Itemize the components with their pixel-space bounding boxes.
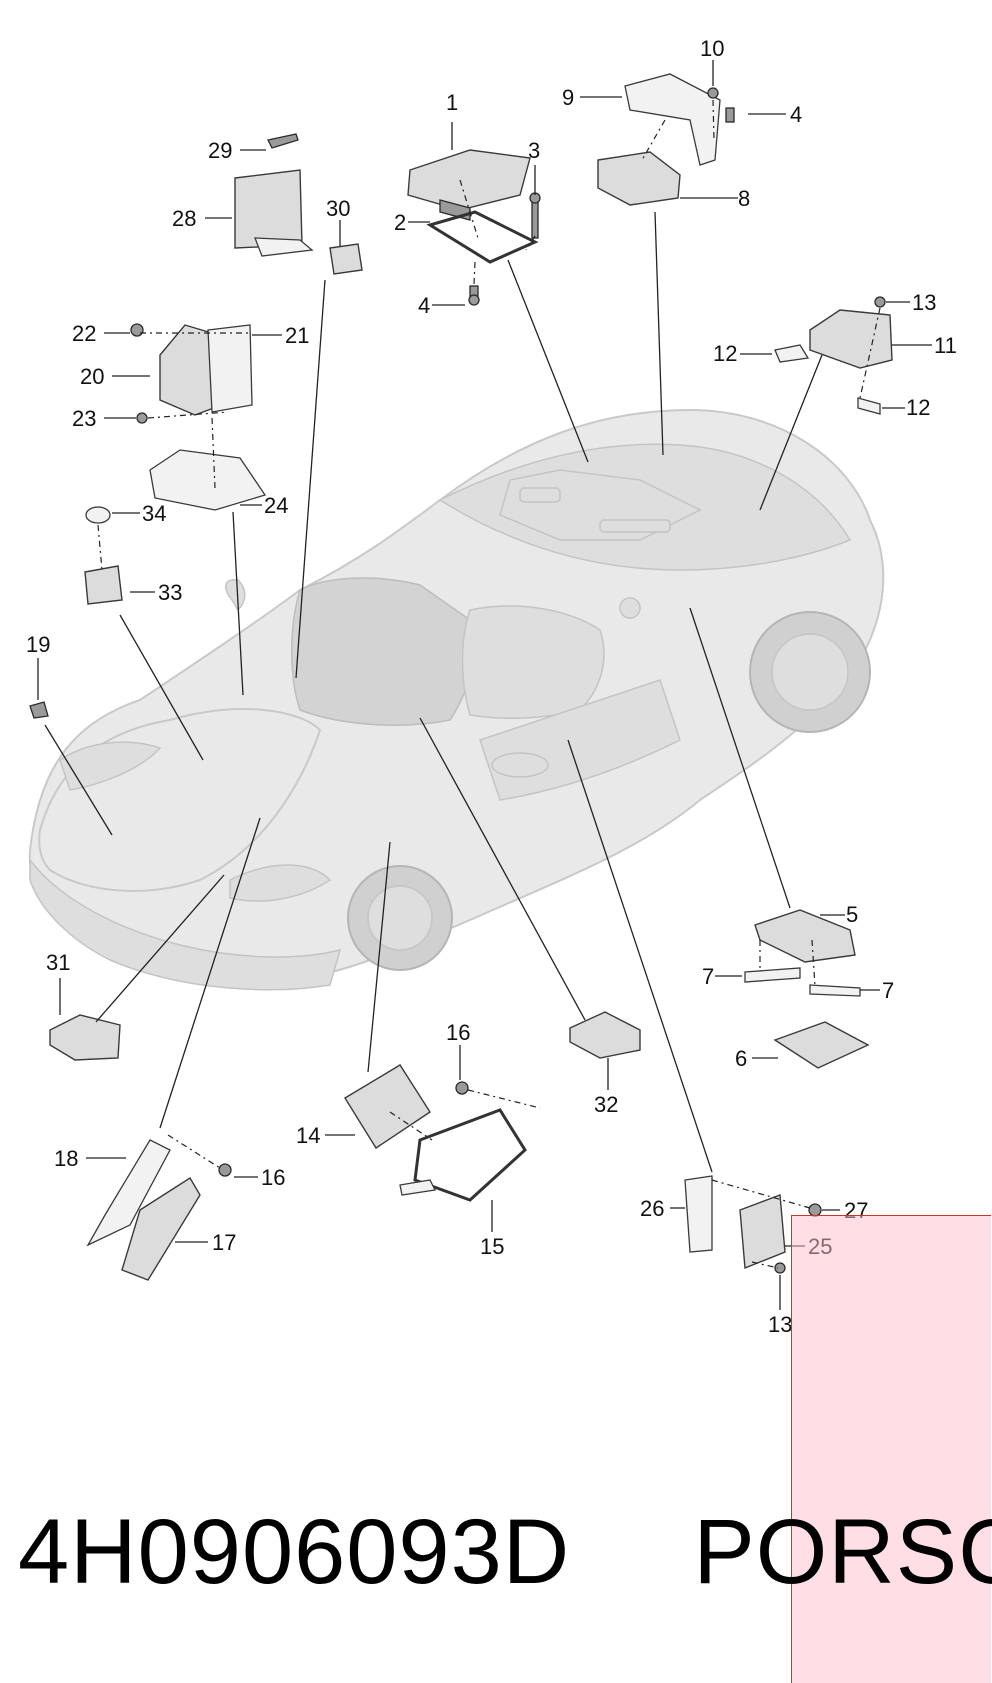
footer-caption: 4H0906093D PORSCHE [18, 1500, 992, 1605]
callout-11: 11 [934, 333, 957, 358]
part-4-bolt-lower [468, 285, 480, 306]
part-13-nut [874, 296, 886, 308]
part-3-bolt [529, 192, 541, 239]
callout-20: 20 [80, 364, 104, 389]
callout-5: 5 [846, 902, 858, 927]
callout-4: 4 [790, 102, 802, 127]
callout-31: 31 [46, 950, 70, 975]
callout-18: 18 [54, 1146, 78, 1171]
part-11-control-unit [809, 309, 893, 369]
callout-22: 22 [72, 321, 96, 346]
part-24-carrier [149, 449, 267, 511]
part-6-cover [773, 1021, 870, 1069]
callout-13: 13 [912, 290, 936, 315]
callout-1: 1 [446, 90, 458, 115]
callout-16: 16 [446, 1020, 470, 1045]
callout-13: 13 [768, 1312, 792, 1337]
callout-19: 19 [26, 632, 50, 657]
callout-23: 23 [72, 406, 96, 431]
part-21-bracket [207, 324, 253, 413]
part-32-control-unit [569, 1011, 641, 1059]
callout-21: 21 [285, 323, 309, 348]
part-13-nut-lower [774, 1262, 786, 1274]
part-31-control-unit [49, 1014, 121, 1061]
part-15-frame [399, 1108, 527, 1202]
callout-14: 14 [296, 1123, 320, 1148]
brand-name: PORSCHE [693, 1501, 992, 1603]
part-number: 4H0906093D [18, 1501, 571, 1603]
callout-15: 15 [480, 1234, 504, 1259]
part-23-bolt [136, 412, 148, 424]
part-5-control-unit [754, 909, 856, 963]
part-7-brackets [744, 967, 861, 997]
callout-2: 2 [394, 210, 406, 235]
callout-3: 3 [528, 138, 540, 163]
part-17-control-unit [121, 1177, 201, 1281]
callout-12: 12 [906, 395, 930, 420]
part-4-bolt-upper [725, 107, 735, 123]
part-22-nut [130, 323, 144, 337]
part-16-bolts [218, 1081, 469, 1177]
callout-6: 6 [735, 1046, 747, 1071]
part-29-sensor [267, 133, 299, 149]
callout-34: 34 [142, 501, 166, 526]
part-18-bracket [86, 1139, 171, 1247]
highlight-box [791, 1215, 991, 1683]
callout-24: 24 [264, 493, 288, 518]
part-26-bracket [684, 1175, 713, 1253]
callout-4: 4 [418, 293, 430, 318]
callout-7: 7 [702, 964, 714, 989]
callout-7: 7 [882, 978, 894, 1003]
callout-30: 30 [326, 196, 350, 221]
part-8-control-unit [597, 151, 681, 206]
part-28-control-unit [234, 169, 314, 257]
callout-17: 17 [212, 1230, 236, 1255]
callout-labels: 1 2 3 4 4 5 6 7 7 8 9 10 11 12 12 13 13 … [26, 36, 957, 1337]
callout-29: 29 [208, 138, 232, 163]
part-33-sensor [84, 565, 123, 605]
part-25-control-unit [739, 1194, 786, 1270]
part-19-clip [29, 701, 49, 719]
leader-lines [37, 60, 932, 1310]
part-1-control-unit [407, 149, 531, 221]
part-9-bracket [624, 73, 721, 166]
callout-32: 32 [594, 1092, 618, 1117]
callout-9: 9 [562, 85, 574, 110]
callout-10: 10 [700, 36, 724, 61]
callout-33: 33 [158, 580, 182, 605]
part-2-mounting-frame [426, 210, 539, 264]
car-illustration [28, 408, 885, 991]
part-10-nut [707, 87, 719, 99]
callout-28: 28 [172, 206, 196, 231]
part-14-module [344, 1064, 431, 1149]
callout-12: 12 [713, 341, 737, 366]
part-34-nut [85, 506, 111, 524]
part-12-bracket [774, 344, 881, 415]
part-30-connector [329, 243, 363, 275]
callout-26: 26 [640, 1196, 664, 1221]
callout-8: 8 [738, 186, 750, 211]
callout-16: 16 [261, 1165, 285, 1190]
